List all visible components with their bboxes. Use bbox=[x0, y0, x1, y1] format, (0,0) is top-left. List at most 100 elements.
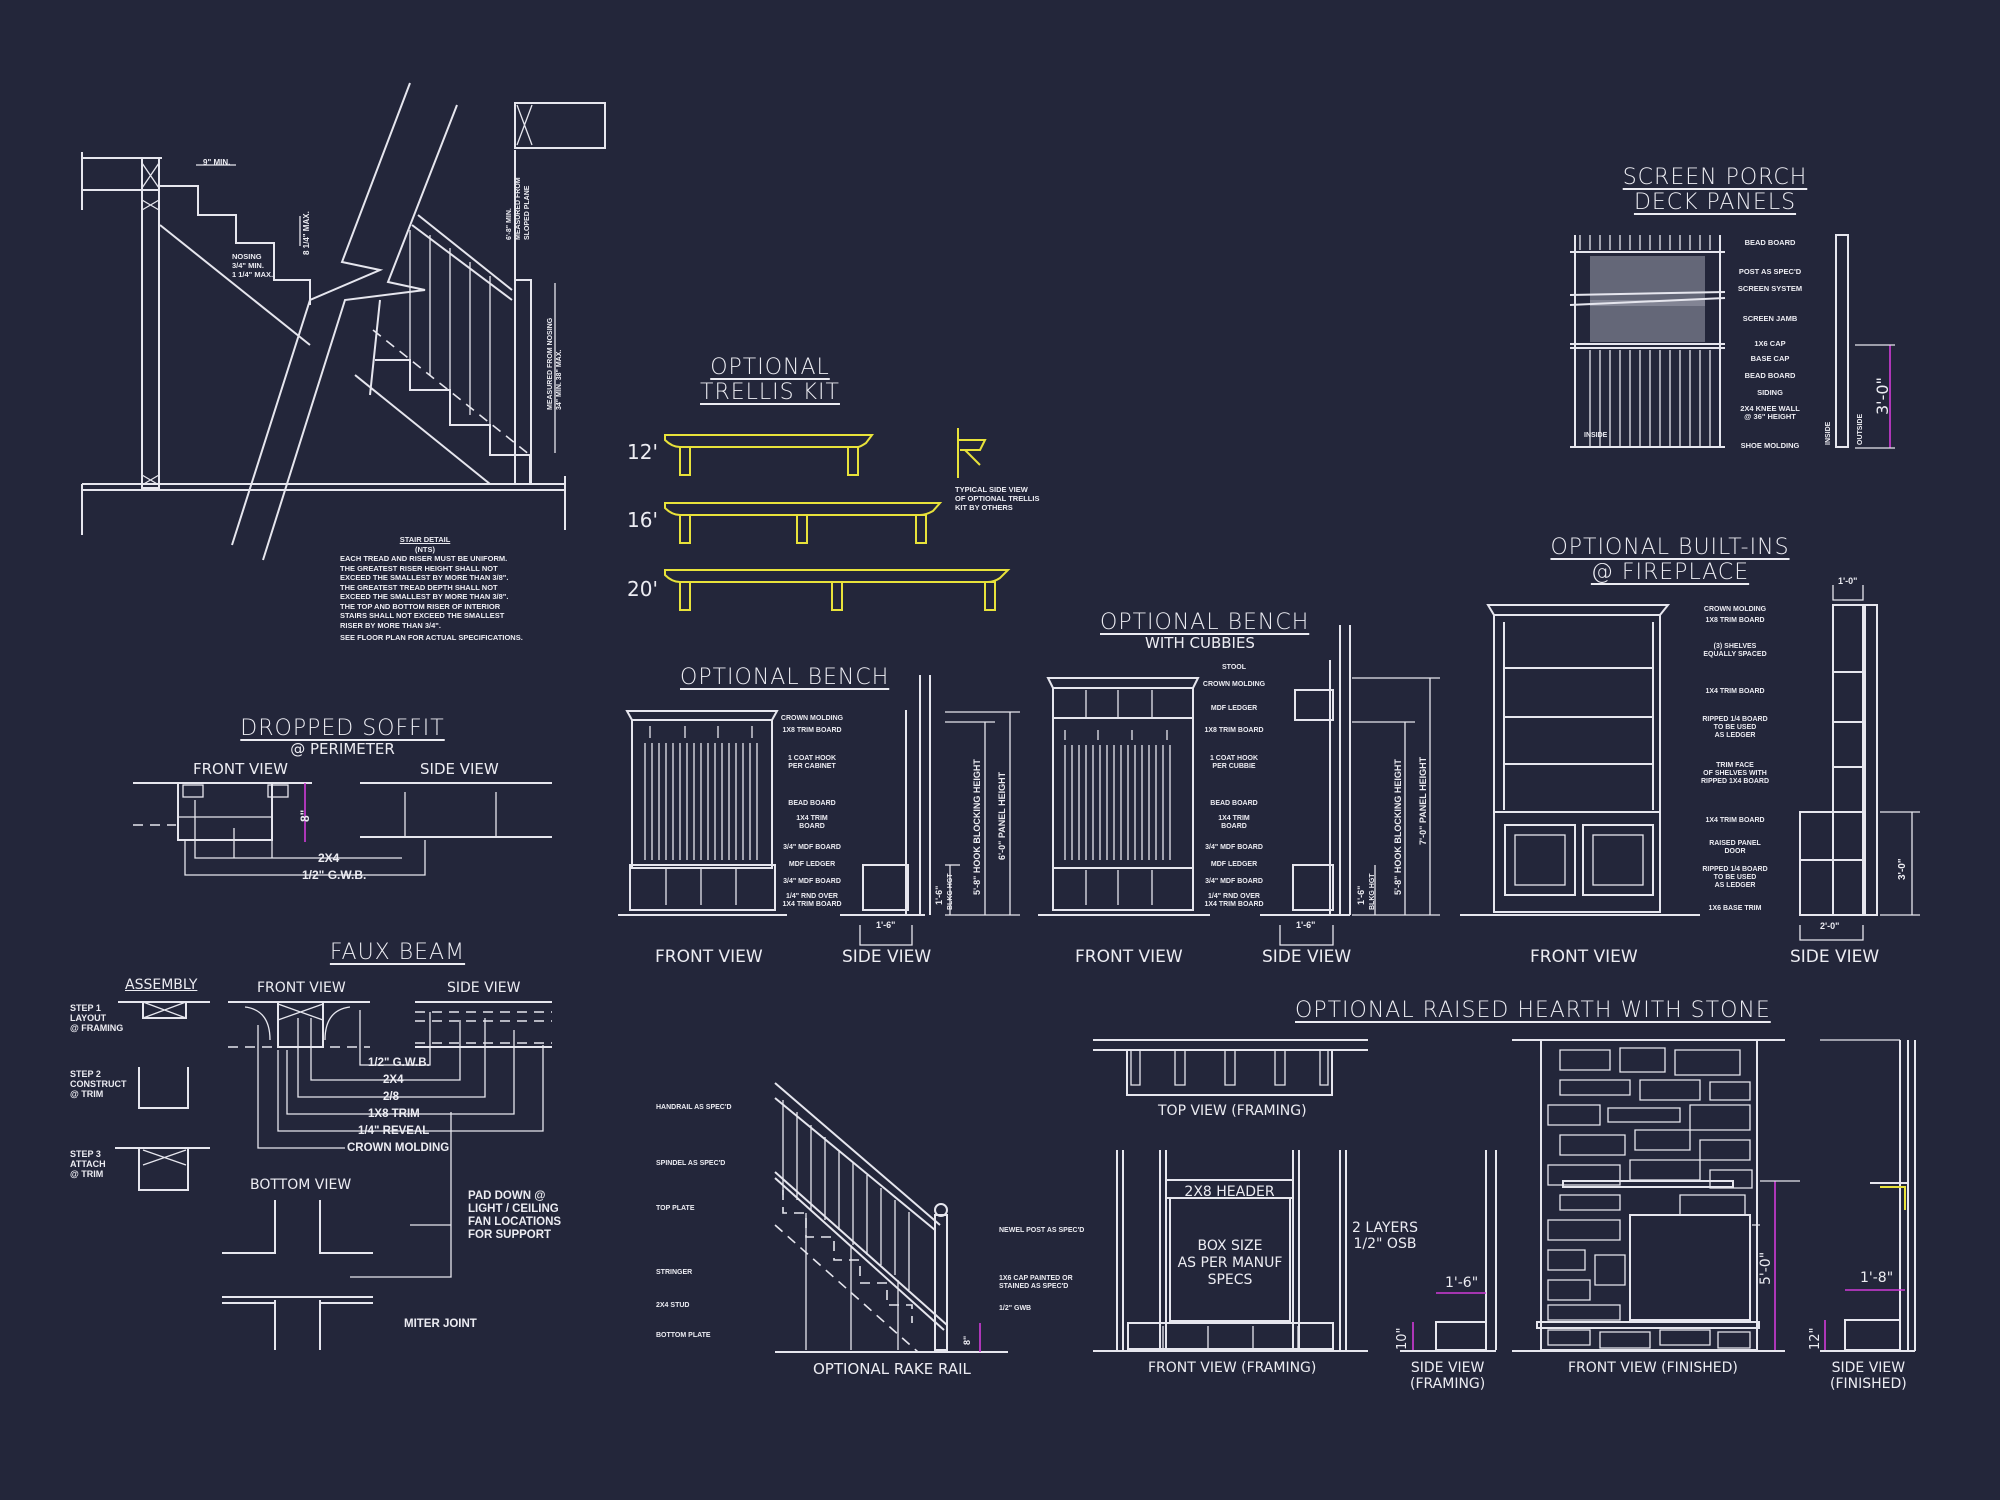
faux-beam-side-view: SIDE VIEW bbox=[447, 980, 521, 996]
hearth-side-framing: SIDE VIEW (FRAMING) bbox=[1410, 1360, 1485, 1392]
step-desc: @ FRAMING bbox=[70, 1023, 124, 1033]
headroom-line: 6'-8" MIN. bbox=[506, 208, 513, 240]
builtins-title-1: OPTIONAL BUILT-INS bbox=[1550, 535, 1790, 560]
bi-lbl-base: 1x6 BASE TRIM bbox=[1708, 905, 1762, 912]
step-desc: @ TRIM bbox=[70, 1169, 104, 1179]
rnd-line: 1/4" RND OVER bbox=[786, 893, 838, 900]
headroom-line: MEASURED FROM bbox=[515, 177, 522, 240]
rr-lbl-newel: NEWEL POST AS SPEC'D bbox=[999, 1227, 1085, 1234]
side-framing-line: (FRAMING) bbox=[1410, 1376, 1486, 1392]
hearth-front-framing: FRONT VIEW (FRAMING) bbox=[1148, 1360, 1317, 1376]
rr-lbl-bottom-plate: BOTTOM PLATE bbox=[656, 1332, 711, 1339]
stair-note-line: THE GREATEST RISER HEIGHT SHALL NOT bbox=[340, 563, 498, 573]
hearth-finished-depth: 1'-8" bbox=[1860, 1270, 1894, 1286]
fb-label-1x8-trim: 1x8 TRIM bbox=[368, 1108, 420, 1120]
screen-porch-title-2: DECK PANELS bbox=[1633, 190, 1797, 215]
nosing-line: 1 1/4" MAX. bbox=[232, 270, 274, 279]
bi-dim-top: 1'-0" bbox=[1838, 576, 1858, 586]
stair-note-line: THE TOP AND BOTTOM RISER OF INTERIOR bbox=[340, 601, 501, 611]
hearth-top-view: TOP VIEW (FRAMING) bbox=[1158, 1103, 1307, 1119]
cub-lbl-mdf-2: 3/4" MDF BOARD bbox=[1205, 878, 1263, 885]
hearth-framing-height: 10" bbox=[1395, 1327, 1410, 1350]
nosing-line: NOSING bbox=[232, 252, 262, 261]
fb-label-2-8: 2/8 bbox=[383, 1091, 399, 1103]
hearth-finished-hearth: 12" bbox=[1808, 1327, 1823, 1350]
bench-lbl-mdf-1: 3/4" MDF BOARD bbox=[783, 844, 841, 851]
hearth-finished-height: 5'-0" bbox=[1758, 1251, 1774, 1285]
cubbies-title: OPTIONAL BENCH bbox=[1100, 610, 1310, 635]
sp-inside-left: INSIDE bbox=[1584, 432, 1608, 439]
pad-note-line: FOR SUPPORT bbox=[468, 1229, 552, 1241]
stair-detail-notes: STAIR DETAIL (NTS) EACH TREAD AND RISER … bbox=[340, 535, 523, 643]
sp-label-screen-jamb: SCREEN JAMB bbox=[1742, 314, 1798, 323]
stair-detail-drawing bbox=[81, 82, 606, 561]
bench-lbl-ledger: MDF LEDGER bbox=[788, 861, 836, 868]
stair-detail-title: STAIR DETAIL bbox=[399, 535, 451, 544]
rail-height-line: 34" MIN. 38" MAX. bbox=[556, 349, 563, 410]
builtins-front-view: FRONT VIEW bbox=[1530, 947, 1638, 967]
bench-front-view: FRONT VIEW bbox=[655, 947, 763, 967]
rake-rail-drawing bbox=[774, 1082, 1008, 1353]
step-desc: ATTACH bbox=[70, 1159, 106, 1169]
bench-cubbies-drawing bbox=[1038, 625, 1440, 946]
fb-label-2x4: 2x4 bbox=[383, 1074, 404, 1086]
trellis-drawings bbox=[664, 428, 1011, 611]
hearth-box-size: BOX SIZE AS PER MANUF SPECS bbox=[1170, 1238, 1290, 1289]
fb-label-reveal: 1/4" REVEAL bbox=[358, 1125, 430, 1137]
sp-label-bead-board: BEAD BOARD bbox=[1744, 238, 1796, 247]
faux-beam-assembly: ASSEMBLY bbox=[125, 977, 198, 993]
fb-miter-joint: MITER JOINT bbox=[404, 1318, 477, 1330]
hearth-osb: 2 LAYERS 1/2" OSB bbox=[1352, 1220, 1418, 1252]
rr-lbl-stringer: STRINGER bbox=[656, 1269, 693, 1276]
trellis-size-20: 20' bbox=[627, 577, 658, 601]
box-line: BOX SIZE bbox=[1197, 1238, 1263, 1254]
fb-label-gwb: 1/2" G.W.B. bbox=[368, 1057, 430, 1069]
soffit-gwb-label: 1/2" G.W.B. bbox=[302, 868, 367, 882]
soffit-front-view: FRONT VIEW bbox=[193, 760, 289, 778]
sp-label-bead-board-2: BEAD BOARD bbox=[1744, 371, 1796, 380]
soffit-2x4-label: 2x4 bbox=[318, 851, 340, 865]
trellis-size-16: 16' bbox=[627, 508, 658, 532]
stair-note-line: RISER BY MORE THAN 3/4". bbox=[340, 620, 441, 630]
cub-lbl-mdf-1: 3/4" MDF BOARD bbox=[1205, 844, 1263, 851]
side-finished-line: (FINISHED) bbox=[1830, 1376, 1907, 1392]
trellis-title-2: TRELLIS KIT bbox=[700, 380, 840, 405]
osb-line: 1/2" OSB bbox=[1353, 1236, 1417, 1252]
faux-beam-bottom-view: BOTTOM VIEW bbox=[250, 1177, 352, 1193]
trellis-note-line: OF OPTIONAL TRELLIS bbox=[955, 494, 1040, 503]
trim-line: 1x4 TRIM bbox=[1218, 815, 1250, 822]
shelves-line: EQUALLY SPACED bbox=[1703, 651, 1767, 658]
hook-line: PER CABINET bbox=[788, 763, 836, 770]
stair-note-line: THE GREATEST TREAD DEPTH SHALL NOT bbox=[340, 582, 498, 592]
cub-hook-height: 5'-8" HOOK BLOCKING HEIGHT bbox=[1393, 759, 1403, 895]
fb-pad-note: PAD DOWN @ LIGHT / CEILING FAN LOCATIONS… bbox=[468, 1190, 561, 1242]
sp-height-dim: 3'-0" bbox=[1873, 377, 1892, 415]
builtins-drawing bbox=[1460, 585, 1920, 941]
stair-rail-height-note: MEASURED FROM NOSING 34" MIN. 38" MAX. bbox=[546, 318, 564, 410]
osb-line: 2 LAYERS bbox=[1352, 1220, 1418, 1236]
cap-line: STAINED AS SPEC'D bbox=[999, 1283, 1069, 1290]
sp-label-siding: SIDING bbox=[1757, 388, 1783, 397]
bench-title: OPTIONAL BENCH bbox=[680, 665, 890, 690]
hearth-framing-drawing bbox=[1093, 1039, 1497, 1352]
bench-lbl-mdf-2: 3/4" MDF BOARD bbox=[783, 878, 841, 885]
rr-lbl-gwb: 1/2" GWB bbox=[999, 1305, 1032, 1312]
bench-lbl-crown: CROWN MOLDING bbox=[780, 715, 844, 722]
bi-dim-bottom: 2'-0" bbox=[1820, 921, 1840, 931]
builtins-side-view: SIDE VIEW bbox=[1790, 947, 1880, 967]
hook-line: 1 COAT HOOK bbox=[1209, 755, 1259, 762]
bench-depth-dim: 1'-6" bbox=[876, 920, 896, 930]
cub-lbl-ledger-2: MDF LEDGER bbox=[1210, 861, 1258, 868]
bi-lbl-trim: 1x8 TRIM BOARD bbox=[1705, 617, 1765, 624]
bench-side-view: SIDE VIEW bbox=[842, 947, 932, 967]
soffit-title: DROPPED SOFFIT bbox=[240, 716, 445, 741]
hearth-front-finished: FRONT VIEW (FINISHED) bbox=[1568, 1360, 1738, 1376]
step-label: STEP 3 bbox=[70, 1149, 101, 1159]
soffit-side-view: SIDE VIEW bbox=[420, 760, 499, 778]
bench-lbl-trim: 1x8 TRIM BOARD bbox=[782, 727, 842, 734]
ripped-line: TO BE USED bbox=[1713, 724, 1757, 731]
bi-lbl-1x4: 1x4 TRIM BOARD bbox=[1705, 688, 1765, 695]
